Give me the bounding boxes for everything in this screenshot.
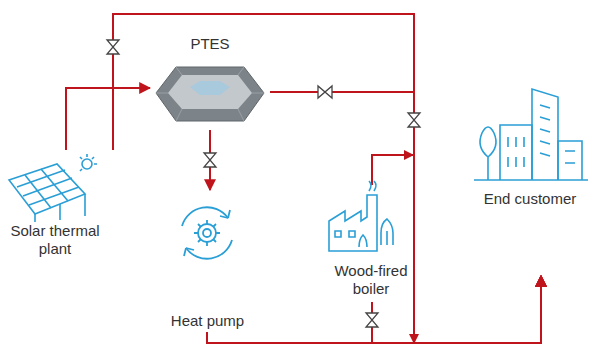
heat-pump-node: Heat pump: [160, 190, 255, 332]
pipe-connector: [66, 88, 150, 150]
solar-plant-node: Solar thermal plant: [5, 150, 120, 265]
boiler-node: Wood-fired boiler: [325, 185, 420, 302]
node-label: PTES: [150, 35, 270, 53]
node-label: Wood-fired boiler: [325, 262, 417, 298]
pipe-connector: [113, 14, 541, 343]
node-label: Heat pump: [160, 312, 255, 330]
node-icon: [470, 85, 590, 181]
customer-node: End customer: [470, 85, 590, 276]
storage-node: PTES: [150, 35, 270, 130]
node-icon: [5, 150, 105, 225]
node-label: Solar thermal plant: [5, 222, 105, 258]
pipe-connector: [372, 155, 541, 343]
pipe-connector: [270, 92, 541, 343]
node-label: End customer: [470, 190, 590, 208]
node-icon: [325, 185, 395, 255]
node-icon: [162, 190, 252, 280]
valve-symbol: [107, 40, 420, 327]
flow-arrowhead: [404, 150, 419, 344]
